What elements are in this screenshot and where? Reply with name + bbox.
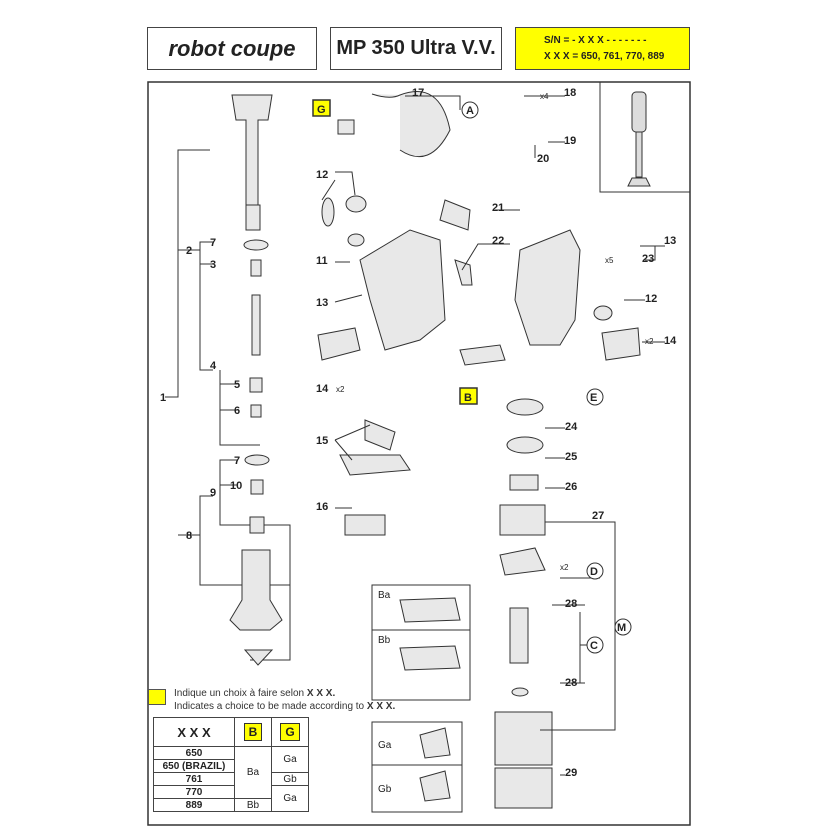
- callout-29: 29: [565, 767, 577, 779]
- callout-10: 10: [230, 480, 242, 492]
- callout-24: 24: [565, 421, 578, 433]
- callout-17: 17: [412, 87, 424, 99]
- callout-14: 14: [316, 383, 329, 395]
- variant-ba-label: Ba: [378, 590, 391, 601]
- quantity-18: x4: [540, 92, 549, 101]
- callout-13: 13: [316, 297, 328, 309]
- row-650-brazil: 650 (BRAZIL): [153, 759, 235, 773]
- model-name: MP 350 Ultra V.V.: [336, 37, 496, 59]
- brand-logo-text: robot coupe: [168, 35, 296, 61]
- callout-letter-a: A: [466, 105, 474, 117]
- quantity-23: x5: [605, 256, 614, 265]
- variant-bb-label: Bb: [378, 635, 391, 646]
- callout-5: 5: [234, 379, 240, 391]
- row-650: 650: [153, 746, 235, 760]
- legend-key: X X X.: [366, 701, 396, 712]
- legend-en-text: Indicates a choice to be made according …: [174, 701, 365, 712]
- callout-8: 8: [186, 530, 192, 542]
- legend-key: X X X.: [306, 688, 336, 699]
- callout-2: 2: [186, 245, 192, 257]
- callout-19: 19: [564, 135, 576, 147]
- serial-line: S/N = - X X X - - - - - - -: [544, 35, 647, 46]
- callout-12: 12: [316, 169, 328, 181]
- callout-7: 7: [234, 455, 240, 467]
- model-title: MP 350 Ultra V.V.: [330, 27, 502, 70]
- left-tree-lines: [165, 149, 291, 661]
- variant-b-badge: B: [464, 392, 472, 404]
- quantity-14: x2: [336, 385, 345, 394]
- callout-15: 15: [316, 435, 328, 447]
- callout-13: 13: [664, 235, 676, 247]
- callout-1: 1: [160, 392, 166, 404]
- callout-4: 4: [210, 360, 217, 372]
- g-badge: G: [280, 723, 300, 741]
- variant-ga-label: Ga: [378, 740, 392, 751]
- callout-letter-d: D: [590, 566, 598, 578]
- inset-frame: [599, 81, 691, 193]
- quantity-d: x2: [560, 563, 569, 572]
- motor-rotor: [509, 607, 529, 664]
- callout-letter-m: M: [617, 622, 626, 634]
- header-xxx: X X X: [153, 717, 235, 747]
- motor-housing-other-half: [514, 229, 581, 346]
- callout-28: 28: [565, 677, 577, 689]
- callout-7: 7: [210, 237, 216, 249]
- callout-18: 18: [564, 87, 576, 99]
- left-parts: [229, 94, 283, 666]
- variant-g-badge: G: [317, 104, 326, 116]
- callout-23: 23: [642, 253, 654, 265]
- g-value: Gb: [271, 772, 309, 786]
- diagram-frame: [147, 81, 691, 826]
- bell-housing: [229, 549, 283, 631]
- b-value: Bb: [234, 798, 272, 812]
- callout-16: 16: [316, 501, 328, 513]
- callout-letter-e: E: [590, 392, 597, 404]
- bottom-casing: [494, 767, 553, 809]
- callout-9: 9: [210, 487, 216, 499]
- quantity-14: x2: [645, 337, 654, 346]
- callout-3: 3: [210, 259, 216, 271]
- header-g: G: [271, 717, 309, 747]
- row-770: 770: [153, 785, 235, 799]
- g-value: Ga: [271, 785, 309, 812]
- row-889: 889: [153, 798, 235, 812]
- highlight-swatch: [148, 689, 166, 705]
- callout-28: 28: [565, 598, 577, 610]
- shaft-tube: [231, 94, 273, 206]
- xxx-line: X X X = 650, 761, 770, 889: [544, 51, 665, 62]
- callout-26: 26: [565, 481, 577, 493]
- callout-25: 25: [565, 451, 577, 463]
- blade: [243, 649, 274, 666]
- callout-12: 12: [645, 293, 657, 305]
- middle-parts: [317, 91, 641, 809]
- robot-coupe-logo: robot coupe: [147, 27, 317, 70]
- b-badge: B: [243, 723, 263, 741]
- serial-number-box: S/N = - X X X - - - - - - - X X X = 650,…: [515, 27, 690, 70]
- row-761: 761: [153, 772, 235, 786]
- callout-27: 27: [592, 510, 604, 522]
- callout-6: 6: [234, 405, 240, 417]
- callout-14: 14: [664, 335, 677, 347]
- legend-en: Indicates a choice to be made according …: [150, 700, 395, 713]
- b-value: Ba: [234, 746, 272, 799]
- motor-housing-half: [359, 229, 446, 351]
- callout-22: 22: [492, 235, 504, 247]
- g-value: Ga: [271, 746, 309, 773]
- callout-letter-c: C: [590, 640, 598, 652]
- blender-overview-illustration: [627, 91, 651, 187]
- legend: Indique un choix à faire selon X X X. In…: [148, 687, 395, 713]
- legend-fr: Indique un choix à faire selon X X X.: [150, 687, 395, 700]
- header-b: B: [234, 717, 272, 747]
- legend-fr-text: Indique un choix à faire selon: [174, 688, 305, 699]
- variant-gb-label: Gb: [378, 784, 392, 795]
- callout-11: 11: [316, 255, 328, 267]
- callout-21: 21: [492, 202, 504, 214]
- callout-20: 20: [537, 153, 549, 165]
